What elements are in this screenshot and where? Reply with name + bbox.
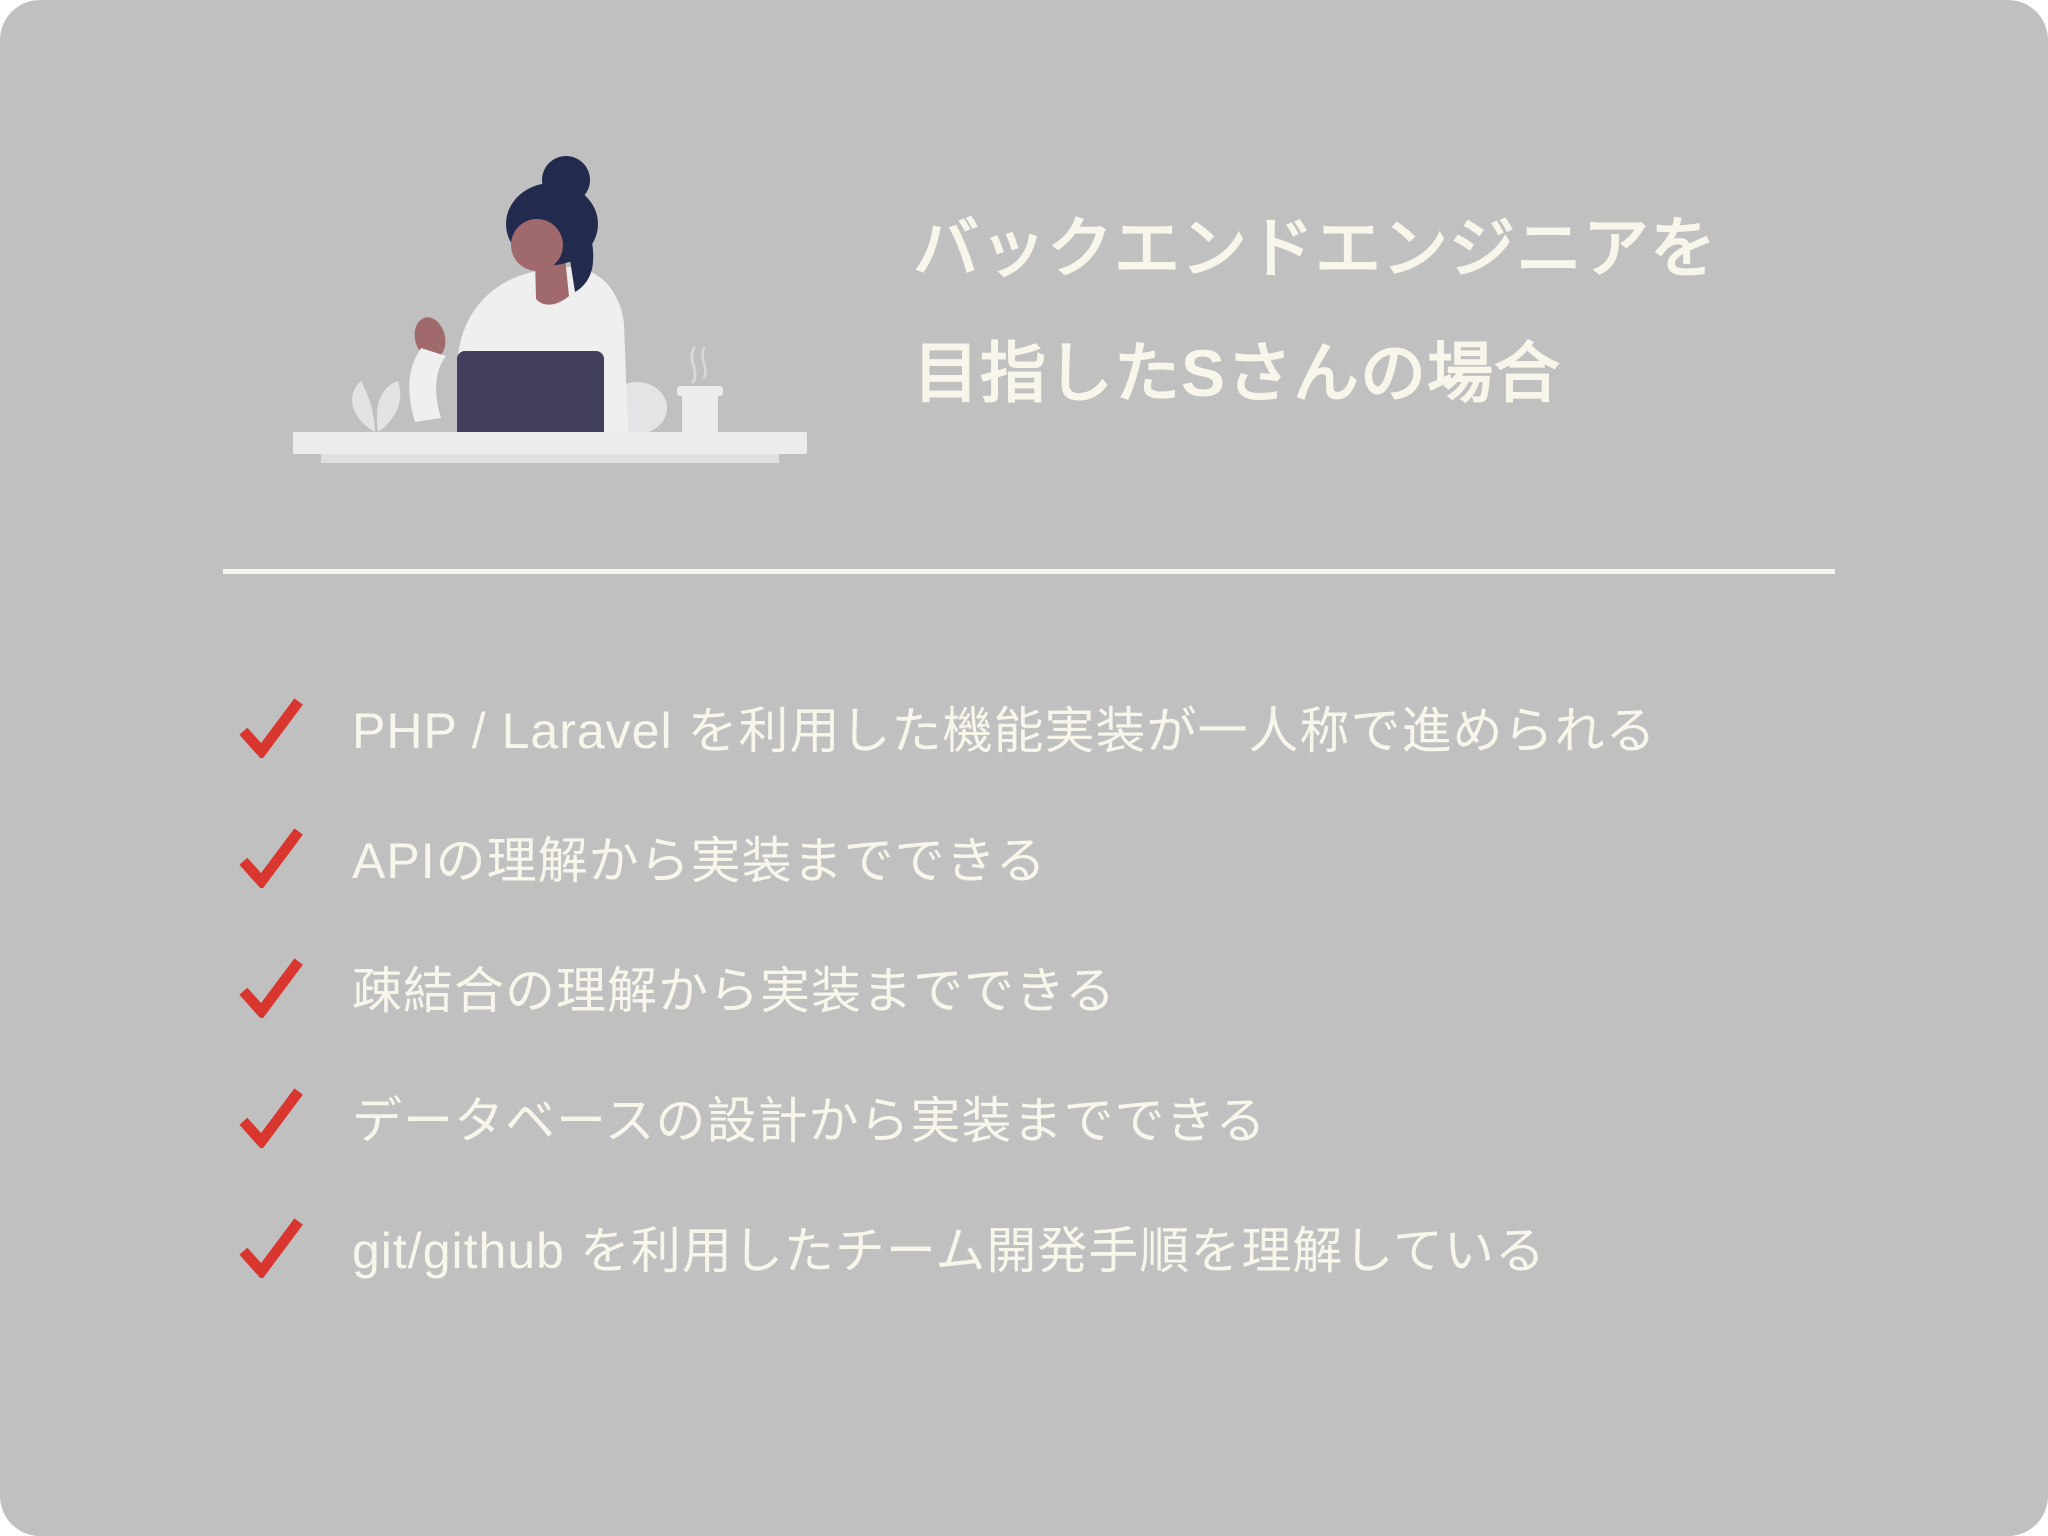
checkmark-icon <box>239 828 303 888</box>
checkmark-icon <box>239 1088 303 1148</box>
slide-title: バックエンドエンジニアを 目指したSさんの場合 <box>913 186 1717 436</box>
checkmark-icon <box>239 1218 303 1278</box>
slide-title-line1: バックエンドエンジニアを <box>913 211 1717 285</box>
person-arm <box>409 348 446 422</box>
checklist-item: データベースの設計から実装までできる <box>237 1052 1877 1182</box>
checklist-item-label: データベースの設計から実装までできる <box>352 1093 1267 1149</box>
checklist-item-label: 疎結合の理解から実装までできる <box>352 963 1116 1019</box>
checkmark-icon <box>239 958 303 1018</box>
checklist-item: git/github を利用したチーム開発手順を理解している <box>237 1182 1877 1312</box>
desk-shadow <box>321 454 779 463</box>
checklist-item-label: APIの理解から実装までできる <box>352 833 1047 889</box>
checklist-item: APIの理解から実装までできる <box>237 792 1877 922</box>
coffee-cup-rim <box>677 386 723 396</box>
checklist-item-label: PHP / Laravel を利用した機能実装が一人称で進められる <box>352 703 1657 759</box>
checkmark-icon <box>239 698 303 758</box>
person-hair-bun <box>542 156 590 204</box>
steam-icon-2 <box>701 346 707 380</box>
desk-top <box>293 432 807 454</box>
skills-checklist: PHP / Laravel を利用した機能実装が一人称で進められる APIの理解… <box>237 662 1877 1312</box>
checklist-item-label: git/github を利用したチーム開発手順を理解している <box>352 1223 1546 1279</box>
person-hand <box>414 317 446 359</box>
plant-leaf <box>352 381 375 432</box>
person-at-desk-illustration <box>293 156 807 463</box>
steam-icon <box>690 346 697 384</box>
checklist-item: PHP / Laravel を利用した機能実装が一人称で進められる <box>237 662 1877 792</box>
plant-leaf-2 <box>376 381 401 432</box>
divider-line <box>223 569 1835 574</box>
person-face <box>511 219 563 271</box>
coffee-cup <box>682 396 718 432</box>
person-hair-strand <box>553 208 594 292</box>
checklist-item: 疎結合の理解から実装までできる <box>237 922 1877 1052</box>
slide-title-line2: 目指したSさんの場合 <box>913 336 1562 410</box>
laptop <box>457 351 604 432</box>
